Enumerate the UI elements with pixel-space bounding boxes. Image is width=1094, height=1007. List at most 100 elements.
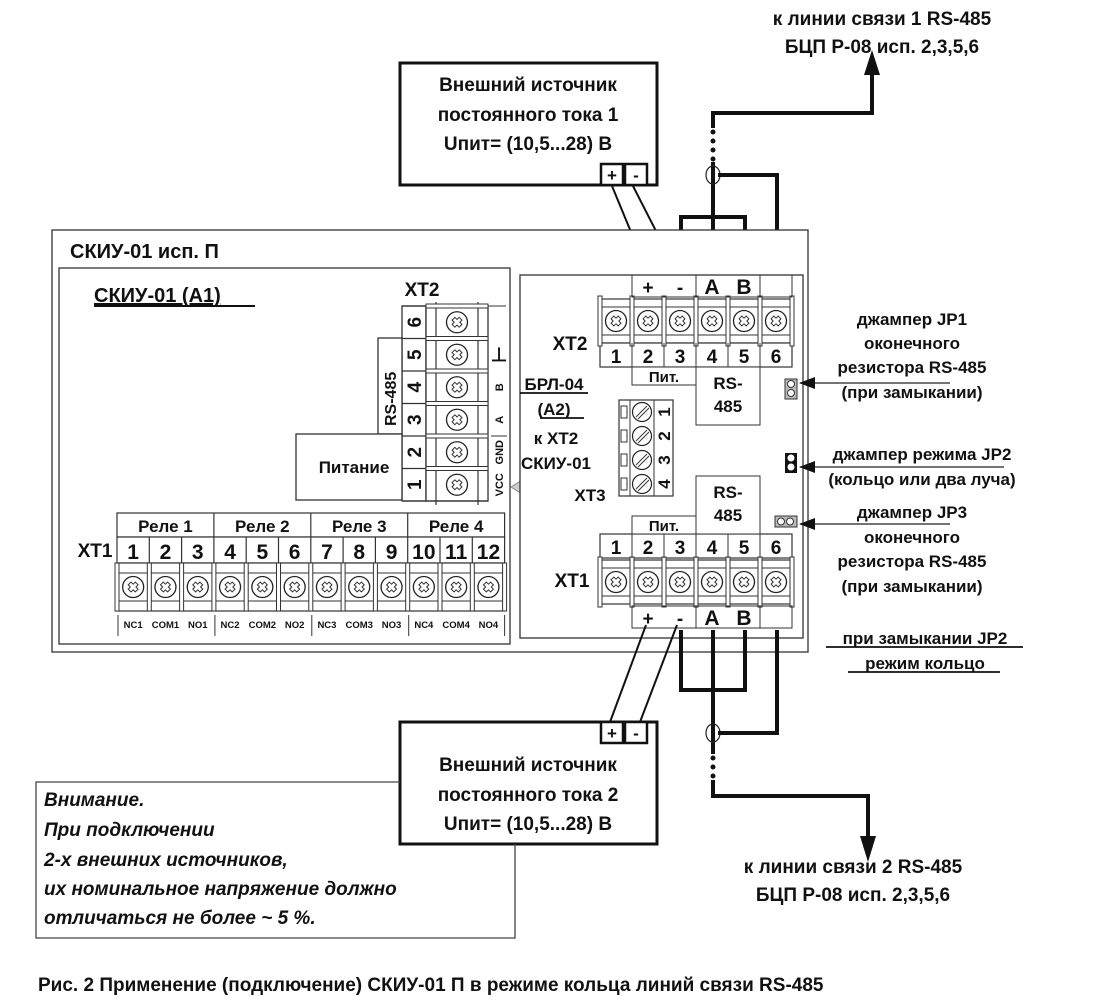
screw-icon xyxy=(631,401,653,423)
a1-xt1-signal: COM3 xyxy=(346,620,373,631)
relay-group-label: Реле 2 xyxy=(235,517,290,536)
a1-xt1-pin: 10 xyxy=(412,541,435,564)
a2xt2-polarity: + xyxy=(642,278,653,299)
a2xt1-pin: 1 xyxy=(611,538,622,559)
a1-xt1-pin: 1 xyxy=(127,541,139,564)
a1-xt1-signal: NO4 xyxy=(479,620,499,631)
jumper-jp2[interactable] xyxy=(785,453,797,473)
a2xt2-rs485-label: RS- xyxy=(713,374,742,393)
a1-xt2-pin: 1 xyxy=(405,479,426,490)
outer-title: СКИУ-01 исп. П xyxy=(70,241,219,263)
bus-wire-1 xyxy=(711,72,874,128)
a1-xt1-pin: 7 xyxy=(321,541,333,564)
screw-icon xyxy=(445,343,469,366)
ground-icon: ⊥ xyxy=(491,345,508,366)
source2-plus-terminal xyxy=(599,720,625,745)
relay-group-label: Реле 1 xyxy=(138,517,193,536)
arrow-down-icon xyxy=(860,836,876,862)
svg-text:резистора RS-485: резистора RS-485 xyxy=(838,552,987,571)
a2xt2-power-label: Пит. xyxy=(649,369,679,386)
svg-text:оконечного: оконечного xyxy=(864,334,960,353)
screw-icon xyxy=(604,309,628,333)
source1-line2: постоянного тока 1 xyxy=(438,105,619,126)
screw-icon xyxy=(154,575,177,599)
a1-xt1-pin: 12 xyxy=(477,541,500,564)
screw-icon xyxy=(444,575,468,599)
a1-xt1-signal: NC4 xyxy=(414,620,434,631)
screw-icon xyxy=(445,376,469,399)
relay-group-label: Реле 3 xyxy=(332,517,387,536)
a2-xt3-pin: 2 xyxy=(655,431,674,440)
svg-text:485: 485 xyxy=(714,397,742,416)
svg-text:БЦП Р-08 исп. 2,3,5,6: БЦП Р-08 исп. 2,3,5,6 xyxy=(756,885,950,906)
screw-icon xyxy=(732,570,756,594)
a1-xt1-signal: NC3 xyxy=(317,620,336,631)
svg-text:при замыкании JP2: при замыкании JP2 xyxy=(843,629,1008,648)
jp2-label: джампер режима JP2 (кольцо или два луча) xyxy=(828,445,1015,489)
a2xt2-polarity: B xyxy=(736,276,751,299)
jumper-jp1[interactable] xyxy=(784,378,798,400)
svg-text:+: + xyxy=(607,166,617,185)
svg-text:джампер режима JP2: джампер режима JP2 xyxy=(833,445,1012,464)
svg-text:При подключении: При подключении xyxy=(44,820,215,841)
a1-xt2-pin: 4 xyxy=(405,382,426,393)
a1-xt1-pin: 8 xyxy=(353,541,365,564)
screw-icon xyxy=(764,570,788,594)
a2xt2-polarity: - xyxy=(677,278,683,299)
screw-icon xyxy=(186,575,209,599)
a1-xt1-signal: NC2 xyxy=(221,620,240,631)
dots-2 xyxy=(710,755,716,779)
a1-xt1-pin: 11 xyxy=(445,541,468,564)
a2xt2-pin: 6 xyxy=(771,347,782,368)
relay-group-label: Реле 4 xyxy=(429,517,484,536)
a1-xt1-pin: 9 xyxy=(386,541,398,564)
screw-icon xyxy=(636,309,660,333)
a2xt1-polarity: A xyxy=(704,607,719,630)
a1-xt2-pin: 6 xyxy=(405,317,426,328)
screw-icon xyxy=(445,473,469,496)
a1-power-group xyxy=(295,433,403,501)
a1-xt1-label: XT1 xyxy=(78,541,113,562)
arrow-up-icon xyxy=(864,50,880,75)
a1-xt1-pin: 6 xyxy=(289,541,301,564)
screw-icon xyxy=(631,425,653,447)
svg-text:2-х внешних источников,: 2-х внешних источников, xyxy=(43,850,288,871)
a2xt2-pin: 4 xyxy=(707,347,718,368)
a1-xt1-signal: COM2 xyxy=(249,620,276,631)
screw-icon xyxy=(700,570,724,594)
svg-text:резистора RS-485: резистора RS-485 xyxy=(838,358,987,377)
screw-icon xyxy=(445,441,469,464)
a2-subtitle: (А2) xyxy=(537,400,570,419)
screw-icon xyxy=(604,570,628,594)
a2xt1-pin: 2 xyxy=(643,538,654,559)
a1-xt2-pin: 3 xyxy=(405,414,426,425)
a2xt2-pin: 2 xyxy=(643,347,654,368)
svg-text:постоянного тока 2: постоянного тока 2 xyxy=(438,785,619,806)
a2-xt2-label: XT2 xyxy=(553,334,588,355)
a1-xt1-pin: 5 xyxy=(257,541,269,564)
a2-xt1-label: XT1 xyxy=(555,571,590,592)
a2xt1-polarity: B xyxy=(736,607,751,630)
a2xt1-pin: 4 xyxy=(707,538,718,559)
warning-text: Внимание. При подключении 2-х внешних ис… xyxy=(43,790,397,929)
line1-label-1: к линии связи 1 RS-485 xyxy=(773,9,992,30)
svg-text:(кольцо или два луча): (кольцо или два луча) xyxy=(828,470,1015,489)
a2xt1-polarity: - xyxy=(677,609,683,630)
warning-box xyxy=(35,781,516,939)
screw-icon xyxy=(636,570,660,594)
jumper-jp3[interactable] xyxy=(774,515,798,528)
a2-xt3-label: XT3 xyxy=(574,486,605,505)
svg-text:RS-485: RS-485 xyxy=(383,372,400,426)
screw-icon xyxy=(251,575,274,599)
screw-icon xyxy=(764,309,788,333)
screw-icon xyxy=(121,575,145,599)
svg-text:Питание: Питание xyxy=(319,458,390,477)
dots-1 xyxy=(710,129,716,162)
svg-text:Внешний источник: Внешний источник xyxy=(439,755,617,776)
a1-xt2-pin: 5 xyxy=(405,349,426,360)
a1-xt1-signal: NO3 xyxy=(382,620,402,631)
